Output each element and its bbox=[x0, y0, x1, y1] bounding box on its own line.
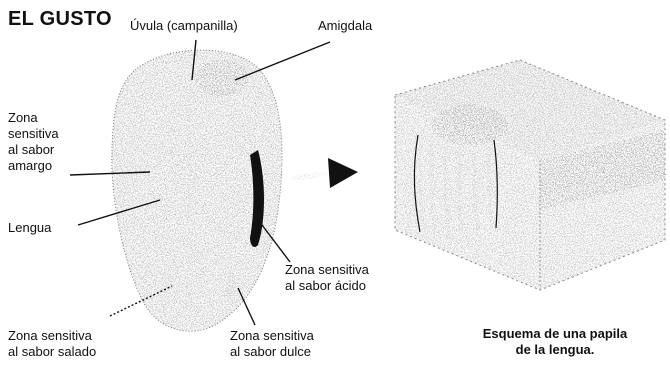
label-salado: Zona sensitiva al sabor salado bbox=[8, 328, 96, 360]
label-acido: Zona sensitiva al sabor ácido bbox=[285, 262, 369, 294]
papilla-illustration bbox=[395, 60, 665, 290]
label-amargo: Zona sensitiva al sabor amargo bbox=[8, 110, 59, 174]
label-amigdala: Amigdala bbox=[318, 18, 372, 34]
papilla-caption: Esquema de una papila de la lengua. bbox=[455, 326, 655, 358]
label-lengua: Lengua bbox=[8, 220, 51, 236]
label-dulce: Zona sensitiva al sabor dulce bbox=[230, 328, 314, 360]
label-uvula: Úvula (campanilla) bbox=[130, 18, 238, 34]
page-title: EL GUSTO bbox=[8, 8, 112, 31]
tongue-illustration bbox=[112, 50, 282, 331]
arrow-icon bbox=[290, 158, 358, 188]
